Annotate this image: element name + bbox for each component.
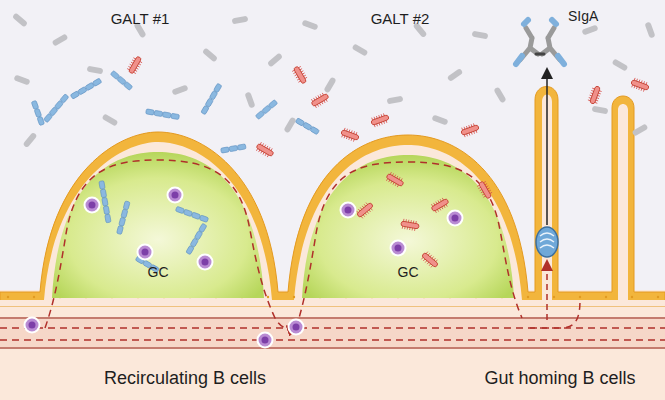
epithelium-inner: [0, 95, 665, 307]
region-label: Recirculating B cells: [104, 368, 266, 389]
germinal-center: GC: [52, 152, 264, 298]
vessel-wall: [0, 317, 665, 319]
epithelium: [0, 87, 665, 307]
homing-path: [530, 300, 580, 328]
galt-label: GALT #1: [111, 10, 170, 27]
antibody-label: SIgA: [568, 8, 598, 24]
gc-label: GC: [148, 264, 169, 280]
recirculation-path: [0, 339, 665, 341]
lumen: [0, 0, 665, 300]
secretion-arrow: [546, 70, 548, 225]
plasma-cell: [536, 227, 558, 257]
blood-vessel: [0, 318, 665, 348]
recirculation-path: [0, 327, 665, 329]
gc-label: GC: [398, 264, 419, 280]
germinal-center: GC: [302, 155, 514, 298]
vessel-wall: [0, 347, 665, 349]
siga-antibody: [516, 20, 564, 64]
homing-path: [546, 262, 548, 320]
galt-label: GALT #2: [371, 10, 430, 27]
region-label: Gut homing B cells: [484, 368, 635, 389]
